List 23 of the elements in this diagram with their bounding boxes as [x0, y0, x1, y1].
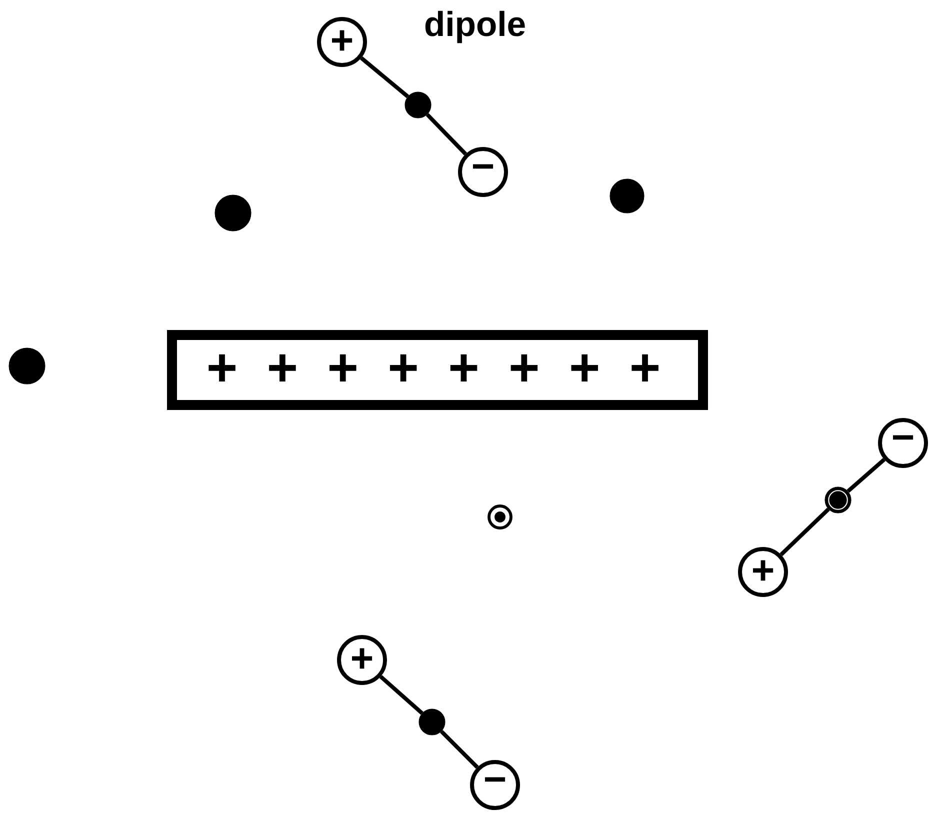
plus-sign: + — [510, 354, 538, 382]
dipole-bond — [379, 675, 424, 715]
plus-sign: + — [632, 354, 658, 382]
plus-sign: + — [450, 354, 478, 382]
dot — [610, 178, 644, 214]
plus-sign: + — [571, 354, 598, 382]
dot — [404, 92, 432, 118]
dot — [488, 504, 512, 530]
dot — [824, 486, 852, 514]
dot — [418, 708, 446, 736]
plus-sign: + — [269, 354, 296, 382]
dot — [8, 348, 46, 384]
dipole-bond — [426, 113, 468, 156]
plus-sign: + — [330, 354, 356, 382]
plus-sign: + — [208, 354, 236, 382]
plus-sign: + — [390, 354, 417, 382]
dipole-bond — [360, 56, 410, 98]
label: dipole — [425, 10, 525, 44]
dipole-bond — [780, 508, 830, 556]
dipole-bond — [440, 730, 479, 769]
dipole-bond — [846, 458, 886, 493]
charged-rod — [167, 330, 708, 410]
dot — [214, 194, 252, 232]
